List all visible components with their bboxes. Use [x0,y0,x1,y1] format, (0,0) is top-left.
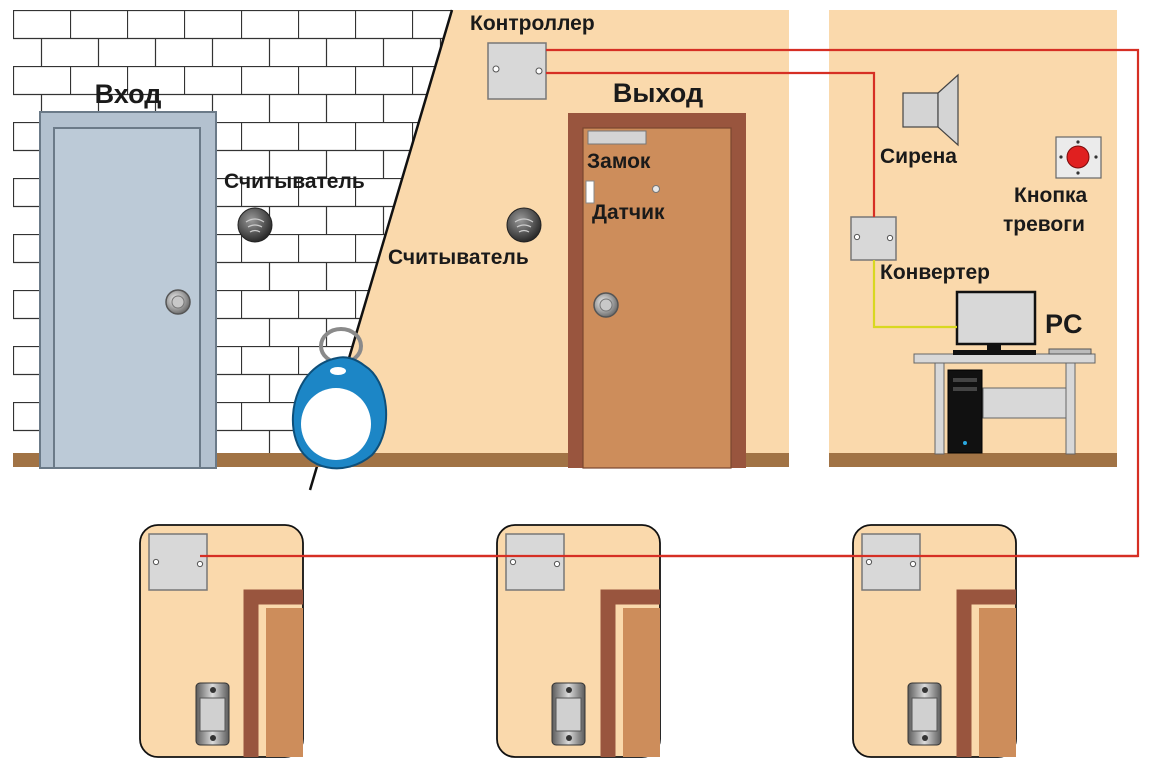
reader-icon [506,207,542,243]
converter-box-icon[interactable] [850,216,897,261]
converter-label: Конвертер [880,261,990,284]
interface-line [872,260,957,329]
controller-label: Контроллер [470,12,595,35]
door-panel-3 [852,524,1017,758]
exit-door [568,113,746,469]
door-reader-icon [195,682,230,746]
door-panel-1 [139,524,304,758]
siren-icon [902,73,959,147]
controller-box-icon[interactable] [148,533,208,591]
control-room-floor [829,453,1117,467]
reader-outside-label: Считыватель [224,170,365,193]
lock-label: Замок [587,150,651,173]
reader-inside-label: Считыватель [388,246,529,269]
pc-label: PC [1045,309,1083,339]
alarm-button-label-line2: тревоги [1003,213,1085,236]
sensor-label: Датчик [592,201,665,224]
sensor-icon [585,180,595,204]
door-panel-2 [496,524,661,758]
controller-box-icon[interactable] [505,533,565,591]
lock-icon [587,130,647,145]
keyfob-icon [291,327,388,470]
door-reader-icon [551,682,586,746]
reader-icon [237,207,273,243]
controller-box-icon[interactable] [861,533,921,591]
alarm-button-icon[interactable] [1055,136,1102,179]
entrance-label: Вход [95,79,162,109]
alarm-button-label-line1: Кнопка [1014,184,1088,207]
computer-icon [913,290,1096,455]
entrance-door [39,111,217,469]
siren-label: Сирена [880,145,957,168]
door-reader-icon [907,682,942,746]
exit-label: Выход [613,78,703,108]
controller-box-icon[interactable] [487,42,547,100]
